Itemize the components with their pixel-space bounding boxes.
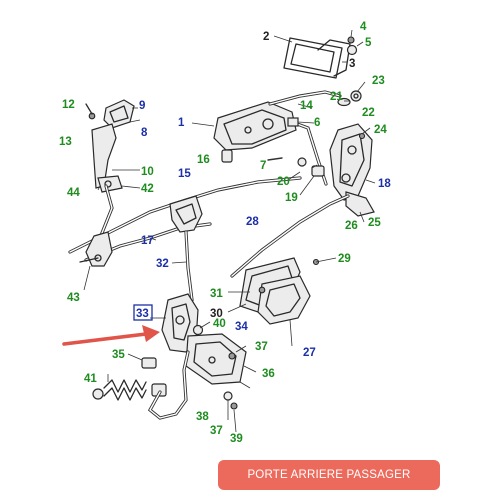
part-19-20-pin — [297, 157, 325, 177]
caption-button[interactable]: PORTE ARRIERE PASSAGER — [218, 460, 440, 490]
leader-lines — [83, 35, 376, 433]
part-18-latch — [329, 123, 375, 217]
label-19: 19 — [285, 192, 298, 204]
label-35: 35 — [112, 349, 125, 361]
label-1: 1 — [178, 117, 185, 129]
label-44: 44 — [67, 187, 80, 199]
label-4: 4 — [360, 21, 367, 33]
label-29: 29 — [338, 253, 351, 265]
label-13: 13 — [59, 136, 72, 148]
part-27-30-outer-handle — [239, 257, 320, 325]
label-18: 18 — [378, 178, 391, 190]
label-37-bottom: 37 — [210, 425, 223, 437]
label-40: 40 — [213, 318, 226, 330]
label-41: 41 — [84, 373, 97, 385]
label-8: 8 — [141, 127, 148, 139]
label-2: 2 — [263, 31, 269, 43]
part-38-39-screw — [223, 391, 238, 410]
label-24: 24 — [374, 124, 387, 136]
part-7-16-bushing — [221, 149, 283, 163]
part-28-rod — [230, 194, 350, 278]
part-3-4-5-screw — [346, 29, 364, 56]
part-2-bracket-plate — [283, 37, 351, 79]
label-5: 5 — [365, 37, 372, 49]
label-36: 36 — [262, 368, 275, 380]
part-21-22-23-fasteners — [337, 90, 362, 107]
label-10: 10 — [141, 166, 154, 178]
label-3: 3 — [349, 58, 355, 70]
label-34: 34 — [235, 321, 248, 333]
label-15: 15 — [178, 168, 191, 180]
label-17: 17 — [141, 235, 154, 247]
label-27: 27 — [303, 347, 316, 359]
label-16: 16 — [197, 154, 210, 166]
label-12: 12 — [62, 99, 75, 111]
label-33: 33 — [136, 308, 149, 320]
part-labels: 2 4 5 3 23 21 22 14 6 24 1 16 7 20 19 18… — [59, 21, 391, 445]
label-31: 31 — [210, 288, 223, 300]
label-39: 39 — [230, 433, 243, 445]
highlight-box-33 — [133, 304, 153, 321]
label-23: 23 — [372, 75, 385, 87]
label-26: 26 — [345, 220, 358, 232]
label-43: 43 — [67, 292, 80, 304]
label-14: 14 — [300, 100, 313, 112]
label-38: 38 — [196, 411, 209, 423]
part-32-rod — [184, 230, 194, 302]
label-25: 25 — [368, 217, 381, 229]
label-22: 22 — [362, 107, 375, 119]
part-8-9-left-handle — [85, 99, 135, 189]
label-20: 20 — [277, 176, 290, 188]
label-21: 21 — [330, 91, 343, 103]
label-28: 28 — [246, 216, 259, 228]
label-32: 32 — [156, 258, 169, 270]
label-9: 9 — [139, 100, 145, 112]
label-30: 30 — [210, 308, 223, 320]
label-7: 7 — [260, 160, 266, 172]
part-43-bellcrank — [79, 231, 113, 267]
part-42-44-clip — [97, 175, 123, 193]
label-42: 42 — [141, 183, 154, 195]
red-arrow-icon — [62, 325, 160, 346]
label-6: 6 — [314, 117, 320, 129]
part-1-inner-handle — [191, 101, 297, 151]
label-37-top: 37 — [255, 341, 268, 353]
part-36-37-actuator — [185, 333, 247, 385]
part-35-41-cable — [92, 350, 190, 420]
